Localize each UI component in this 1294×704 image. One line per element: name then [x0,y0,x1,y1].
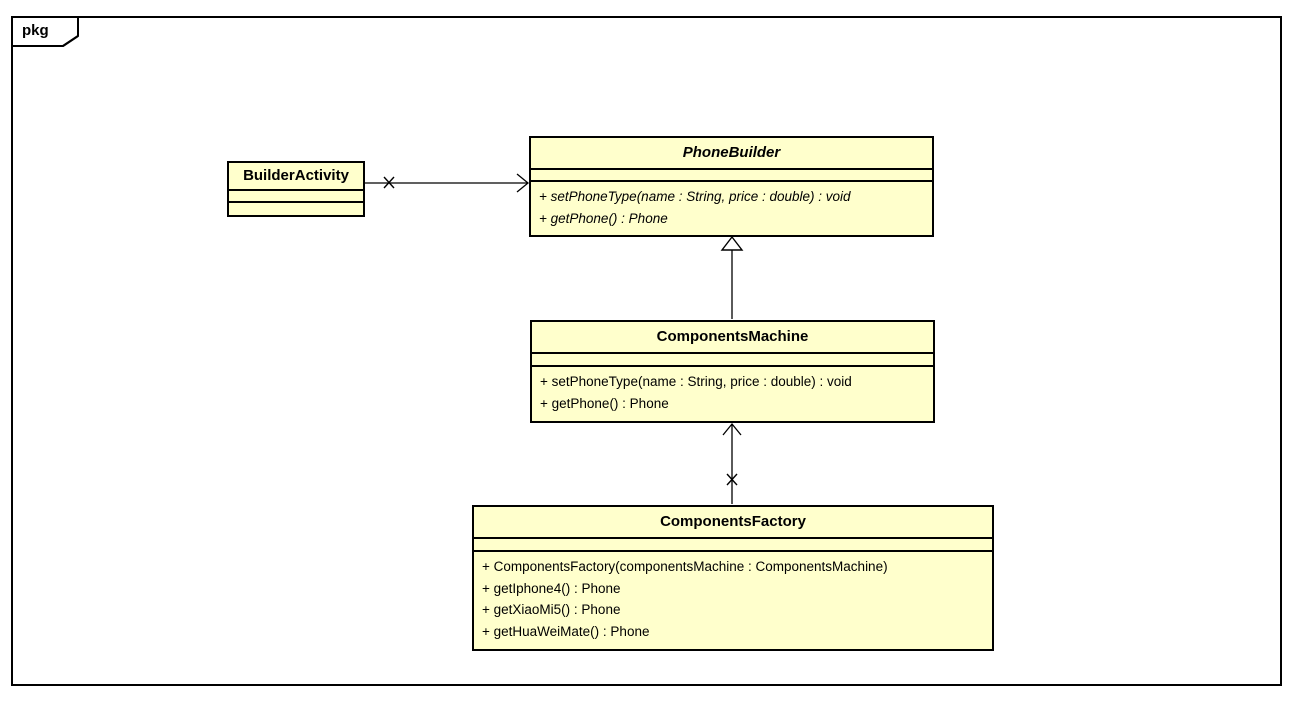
operation-item: + ComponentsFactory(componentsMachine : … [482,559,888,574]
class-box-componentsfactory[interactable]: ComponentsFactory + ComponentsFactory(co… [472,505,994,651]
class-title-componentsfactory: ComponentsFactory [660,513,806,530]
package-frame [11,16,1282,686]
operations-compartment-builderactivity [229,201,363,213]
operation-item: + setPhoneType(name : String, price : do… [539,189,851,204]
operations-compartment-componentsmachine: + setPhoneType(name : String, price : do… [532,365,933,420]
class-box-phonebuilder[interactable]: PhoneBuilder + setPhoneType(name : Strin… [529,136,934,237]
attributes-compartment-componentsfactory [474,537,992,550]
operation-item: + getXiaoMi5() : Phone [482,602,621,617]
operations-compartment-componentsfactory: + ComponentsFactory(componentsMachine : … [474,550,992,648]
operation-item: + getIphone4() : Phone [482,580,621,596]
attributes-compartment-componentsmachine [532,352,933,365]
operation-item: + getPhone() : Phone [540,395,669,411]
operations-compartment-phonebuilder: + setPhoneType(name : String, price : do… [531,180,932,235]
class-title-phonebuilder: PhoneBuilder [682,144,781,161]
class-title-componentsmachine: ComponentsMachine [656,328,809,345]
operation-item: + getHuaWeiMate() : Phone [482,623,650,639]
package-label: pkg [22,22,49,39]
attributes-compartment-builderactivity [229,189,363,201]
class-box-builderactivity[interactable]: BuilderActivity [227,161,365,217]
class-box-componentsmachine[interactable]: ComponentsMachine + setPhoneType(name : … [530,320,935,423]
operation-item: + getPhone() : Phone [539,210,668,226]
operation-item: + setPhoneType(name : String, price : do… [540,374,852,389]
package-tab [11,16,79,47]
attributes-compartment-phonebuilder [531,168,932,180]
class-title-builderactivity: BuilderActivity [243,167,349,184]
